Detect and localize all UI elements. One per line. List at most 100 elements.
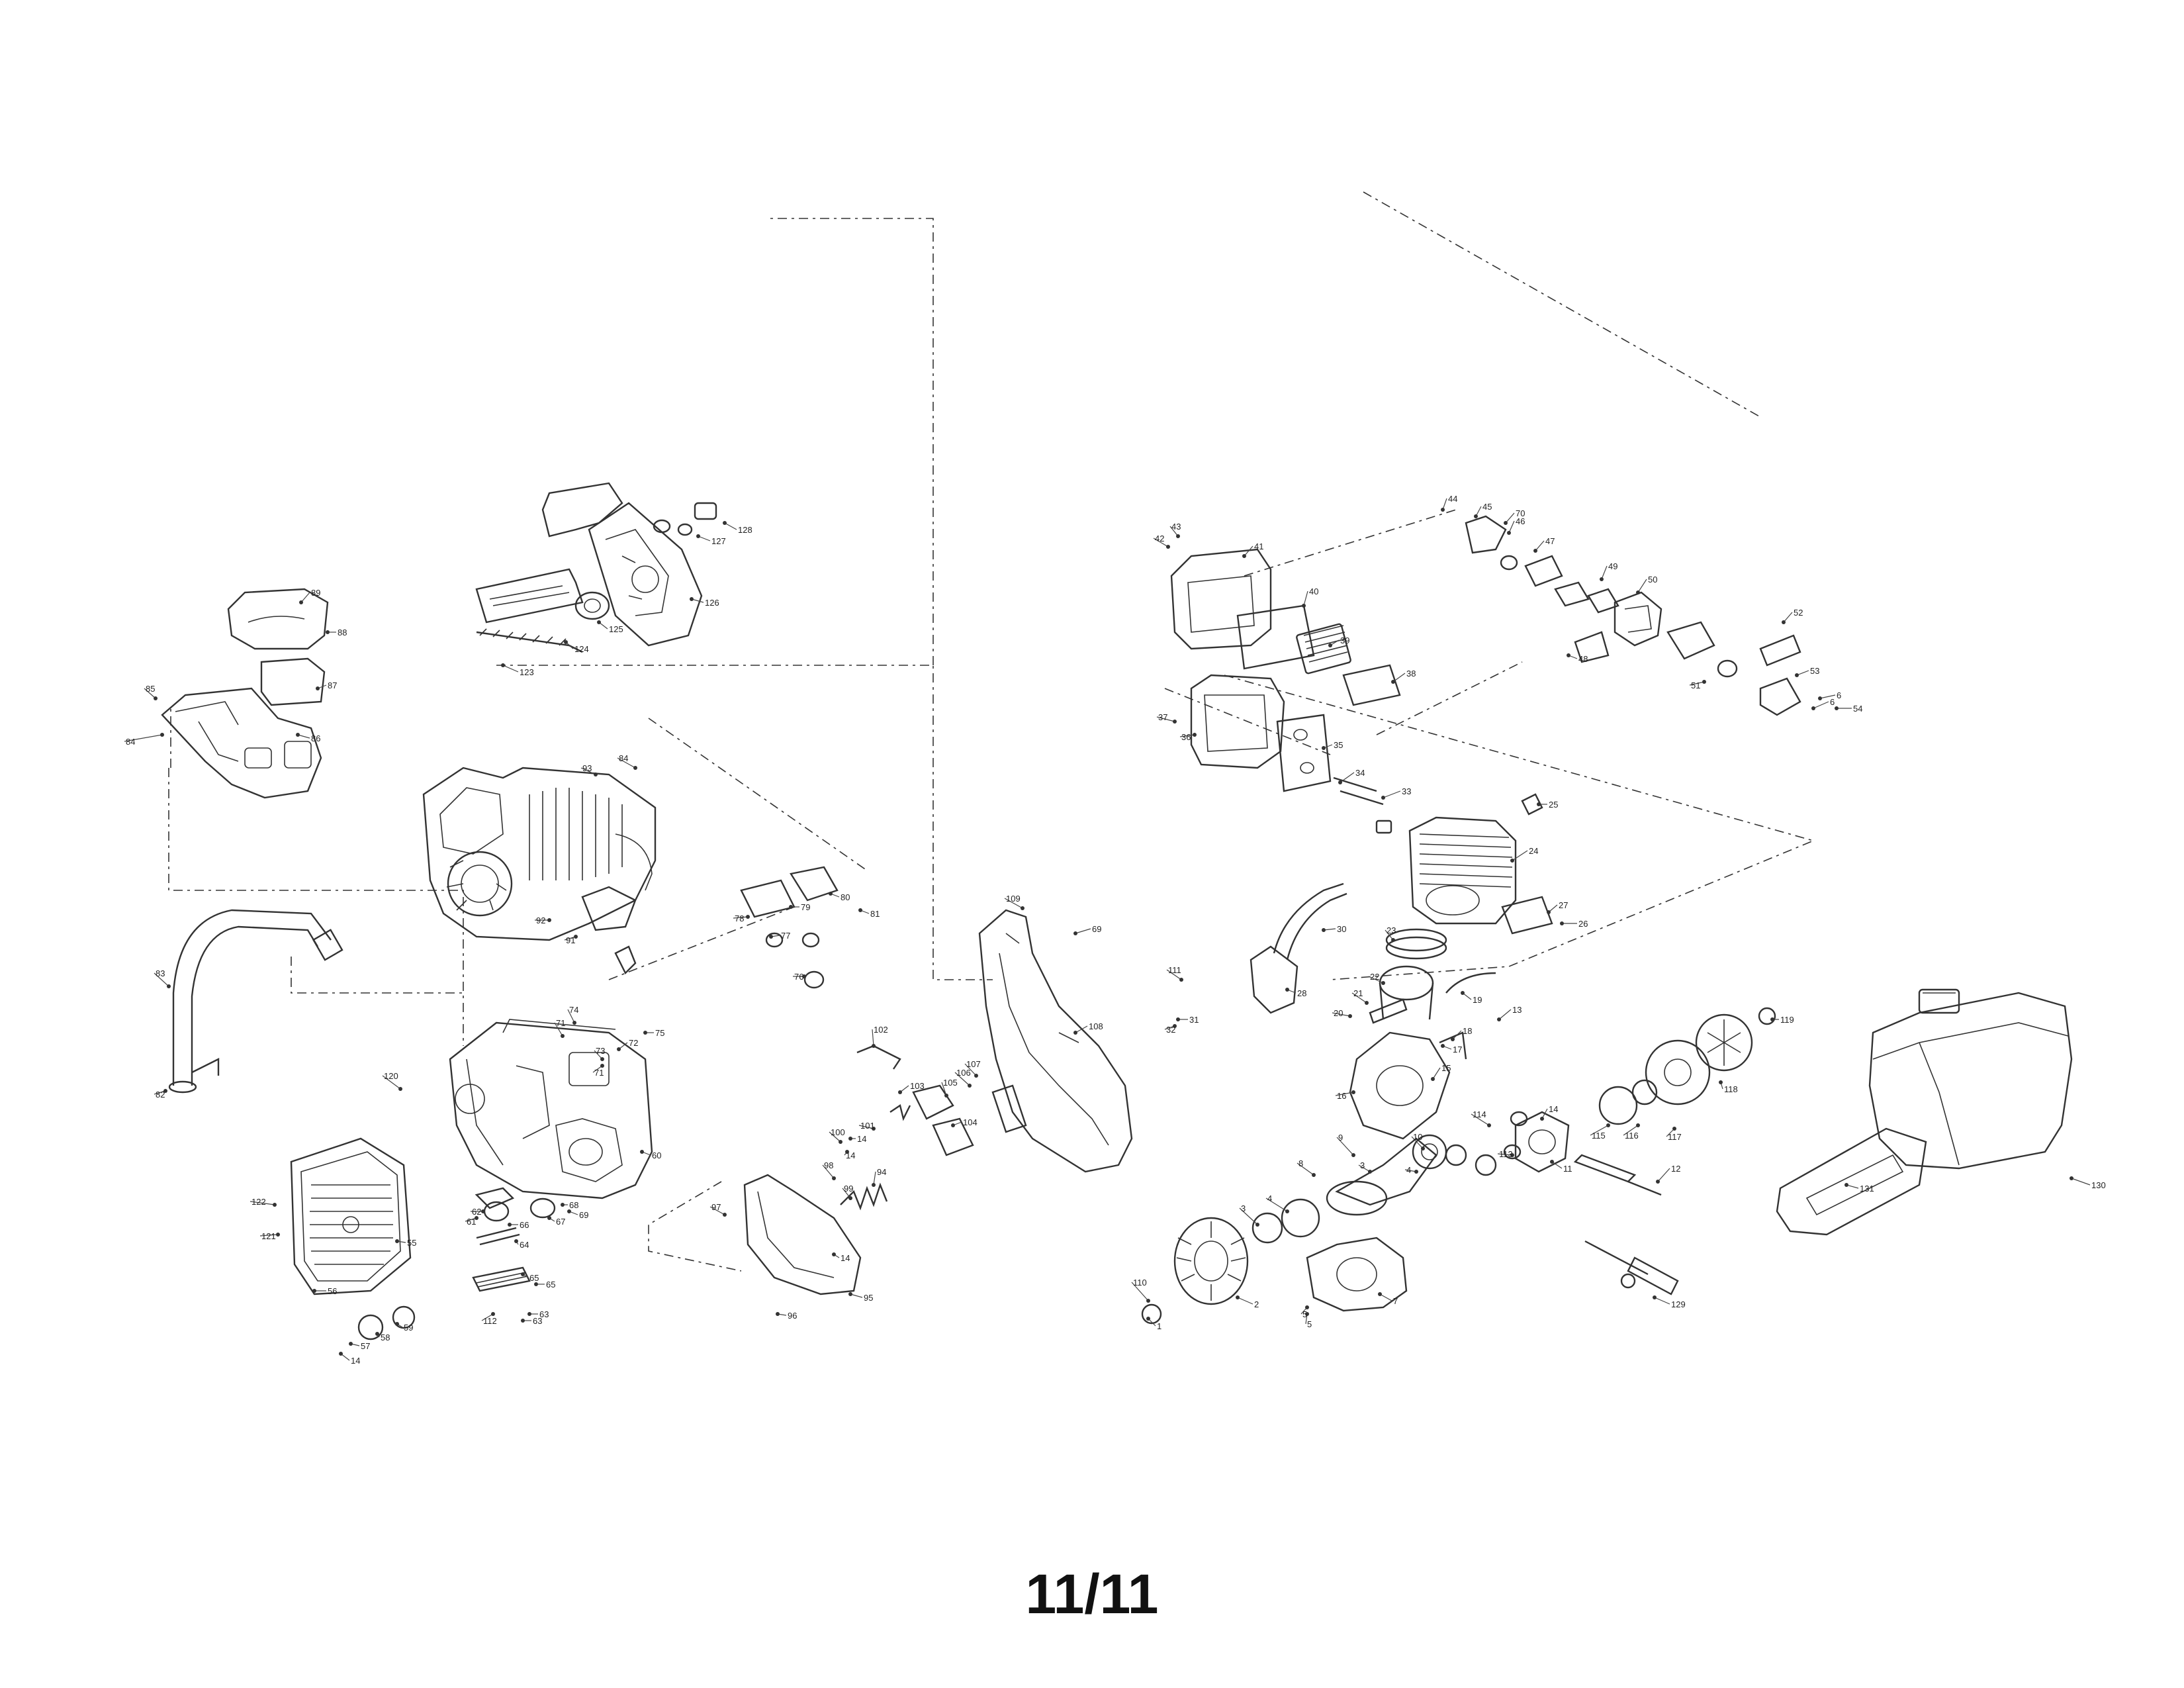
- crankshaft-assembly: [1141, 1007, 1776, 1325]
- part-callout-105: 105: [943, 1078, 958, 1088]
- part-callout-59: 59: [404, 1323, 413, 1333]
- part-callout-131: 131: [1860, 1184, 1874, 1194]
- part-callout-63: 63: [533, 1316, 542, 1326]
- leader-line-11: [1551, 1161, 1563, 1169]
- leader-line-107: [964, 1063, 977, 1076]
- fastener-mark-64: [514, 1239, 518, 1243]
- fastener-mark-69: [1073, 931, 1077, 935]
- fastener-mark-76: [802, 974, 806, 978]
- fastener-mark-68: [561, 1203, 565, 1207]
- fastener-mark-42: [1166, 545, 1170, 549]
- fastener-mark-61: [475, 1216, 478, 1220]
- part-callout-31: 31: [1189, 1015, 1199, 1025]
- fastener-mark-109: [1021, 906, 1024, 910]
- part-callout-13: 13: [1512, 1005, 1522, 1015]
- part-callout-129: 129: [1671, 1299, 1686, 1309]
- side-cover-assembly: [743, 909, 1133, 1295]
- part-callout-69: 69: [1092, 924, 1101, 934]
- part-callout-20: 20: [1334, 1008, 1343, 1018]
- fastener-mark-19: [1461, 991, 1465, 995]
- fastener-mark-89: [299, 600, 303, 604]
- leader-line-83: [154, 972, 169, 987]
- fastener-mark-107: [974, 1074, 978, 1078]
- part-callout-5: 5: [1302, 1309, 1307, 1319]
- fastener-mark-104: [951, 1123, 955, 1127]
- fastener-mark-84: [160, 733, 164, 737]
- part-callout-45: 45: [1482, 502, 1492, 512]
- part-callout-112: 112: [483, 1316, 497, 1326]
- fastener-mark-32: [1173, 1024, 1177, 1028]
- part-callout-84: 84: [619, 753, 628, 763]
- leader-line-16: [1335, 1092, 1354, 1096]
- leader-line-6: [1819, 694, 1836, 699]
- fastener-mark-60: [640, 1150, 644, 1154]
- leader-line-46: [1508, 520, 1515, 534]
- fastener-mark-81: [858, 908, 862, 912]
- fastener-mark-62: [481, 1209, 485, 1213]
- fastener-mark-84: [633, 766, 637, 770]
- part-callout-10: 10: [1413, 1132, 1422, 1142]
- part-callout-30: 30: [1337, 924, 1346, 934]
- part-callout-99: 99: [844, 1184, 853, 1194]
- fastener-mark-106: [968, 1084, 972, 1088]
- leader-line-71: [554, 1022, 563, 1037]
- leader-line-49: [1601, 565, 1608, 580]
- part-callout-122: 122: [251, 1197, 266, 1207]
- part-callout-55: 55: [407, 1238, 416, 1248]
- leader-line-95: [850, 1293, 863, 1298]
- fastener-mark-5: [1305, 1305, 1309, 1309]
- leader-line-110: [1131, 1282, 1149, 1301]
- fastener-mark-12: [1656, 1180, 1660, 1184]
- fastener-mark-50: [1636, 590, 1640, 594]
- fastener-mark-94: [872, 1183, 876, 1187]
- fastener-mark-108: [1073, 1031, 1077, 1035]
- part-callout-11: 11: [1563, 1164, 1572, 1174]
- fastener-mark-74: [572, 1021, 576, 1025]
- leader-line-102: [872, 1029, 874, 1047]
- part-callout-2: 2: [1254, 1299, 1259, 1309]
- fastener-mark-122: [273, 1203, 277, 1207]
- leader-line-112: [481, 1313, 494, 1321]
- fastener-mark-44: [1441, 508, 1445, 512]
- part-callout-6: 6: [1830, 697, 1835, 707]
- fastener-mark-14: [339, 1352, 343, 1356]
- part-callout-109: 109: [1006, 894, 1021, 904]
- part-callout-95: 95: [864, 1293, 873, 1303]
- part-callout-103: 103: [910, 1081, 925, 1091]
- fastener-mark-125: [597, 620, 601, 624]
- part-callout-67: 67: [556, 1217, 565, 1227]
- leader-line-12: [1657, 1168, 1670, 1182]
- fastener-mark-1: [1146, 1317, 1150, 1321]
- leader-line-24: [1512, 850, 1528, 861]
- fastener-mark-102: [872, 1044, 876, 1048]
- part-callout-17: 17: [1453, 1045, 1462, 1055]
- part-callout-93: 93: [582, 763, 592, 773]
- fastener-mark-93: [594, 773, 598, 776]
- part-callout-119: 119: [1780, 1015, 1794, 1025]
- fastener-mark-96: [776, 1312, 780, 1316]
- part-callout-68: 68: [569, 1200, 578, 1210]
- leader-line-128: [724, 522, 737, 530]
- fastener-mark-88: [326, 630, 330, 634]
- part-callout-25: 25: [1549, 800, 1558, 810]
- part-callout-14: 14: [857, 1134, 866, 1144]
- part-callout-48: 48: [1578, 654, 1588, 664]
- part-callout-64: 64: [520, 1240, 529, 1250]
- leader-line-3: [1358, 1164, 1371, 1172]
- part-callout-87: 87: [328, 680, 337, 690]
- part-callout-21: 21: [1353, 988, 1363, 998]
- leader-line-98: [822, 1164, 835, 1179]
- part-callout-111: 111: [1168, 965, 1181, 975]
- cylinder-assembly: [1250, 776, 1553, 1140]
- fastener-mark-46: [1507, 531, 1511, 535]
- part-callout-71: 71: [594, 1068, 604, 1078]
- part-callout-89: 89: [311, 588, 320, 598]
- leader-line-127: [698, 536, 711, 541]
- leader-line-108: [1075, 1025, 1088, 1033]
- fastener-mark-131: [1844, 1183, 1848, 1187]
- fastener-mark-124: [564, 640, 568, 644]
- fastener-mark-2: [1236, 1295, 1240, 1299]
- fastener-mark-55: [395, 1239, 399, 1243]
- leader-line-114: [1471, 1113, 1490, 1126]
- fastener-mark-27: [1547, 910, 1551, 914]
